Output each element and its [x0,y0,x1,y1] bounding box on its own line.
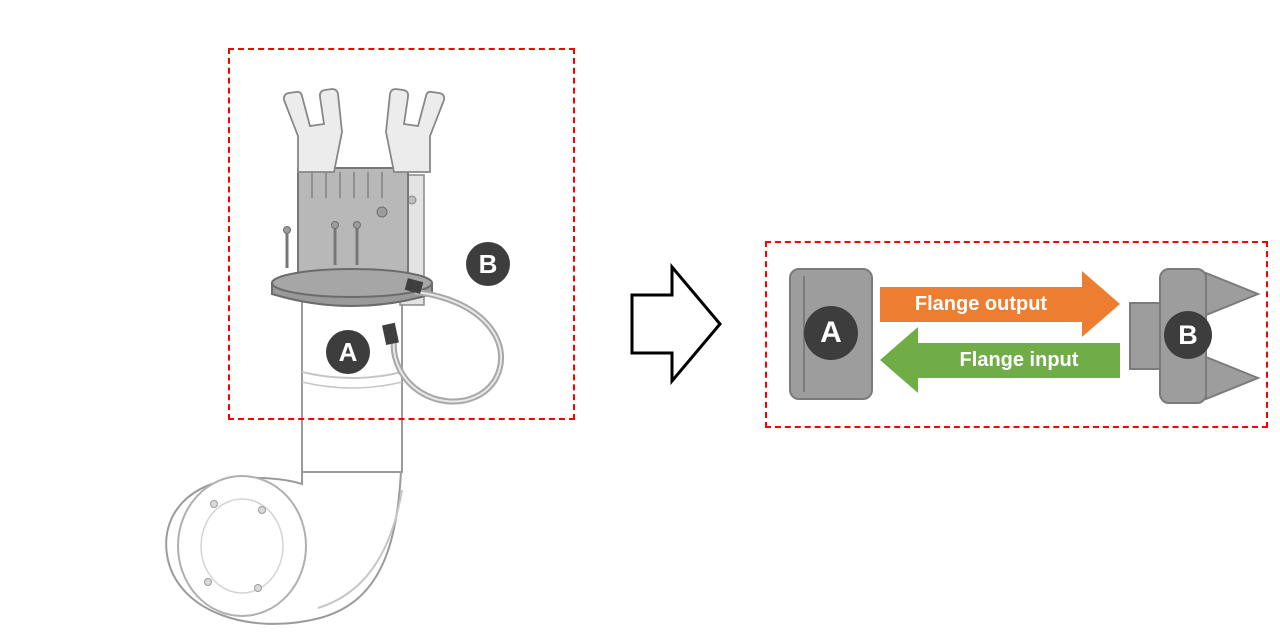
flange-output-label: Flange output [914,293,1048,315]
flange-cable [382,278,504,405]
transition-arrow-icon [630,262,722,386]
flange-output-arrow-head [1082,271,1120,337]
robot-arm-illustration [165,88,504,625]
badge-b-right-label: B [1178,319,1198,350]
badge-a-right: A [804,306,858,360]
badge-b-left: B [466,242,510,286]
badge-a-right-label: A [820,316,842,349]
badge-a-left-label: A [338,337,358,367]
flange-input-label: Flange input [959,349,1079,371]
flange-output-arrow-body: Flange output [880,287,1082,322]
highlight-box-left [228,48,575,420]
flange-input-arrow-head [880,327,918,393]
badge-b-right: B [1164,311,1212,359]
schematic-panel: A Flange output Flange input B [765,241,1268,428]
gripper-forks [282,88,446,173]
flange-input-arrow-body: Flange input [918,343,1120,378]
robot-elbow [165,429,404,625]
badge-a-left: A [326,330,370,374]
badge-b-left-label: B [478,249,498,279]
gripper-icon [1129,268,1261,404]
